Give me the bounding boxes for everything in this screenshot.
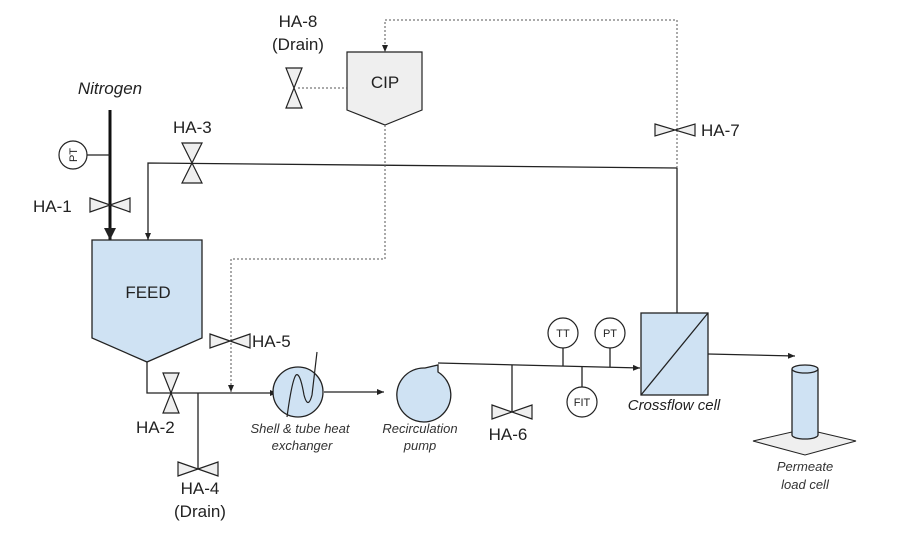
ha-4-sub-label: (Drain) (174, 502, 226, 521)
pump-label-2: pump (403, 438, 437, 453)
valve-ha-6[interactable] (491, 404, 533, 420)
return-line (145, 162, 678, 240)
ha-8-label: HA-8 (279, 12, 318, 31)
load-cell-platform (752, 428, 857, 456)
permeate-cylinder-top (791, 364, 819, 374)
valve-ha-2[interactable] (162, 372, 180, 414)
fit-instrument: FIT (566, 386, 598, 418)
feed-outlet-line (146, 362, 277, 396)
valve-ha-8[interactable] (285, 67, 303, 109)
ha-7-label: HA-7 (701, 121, 740, 140)
feed-label: FEED (125, 283, 170, 302)
permeate-label-1: Permeate (777, 459, 833, 474)
permeate-line (707, 352, 796, 359)
heat-exchanger-tube-icon (286, 351, 318, 418)
ha-5-label: HA-5 (252, 332, 291, 351)
feed-tank (91, 239, 203, 363)
heat-exchanger (272, 366, 324, 418)
valve-ha-3[interactable] (181, 142, 203, 184)
tt-instrument: TT (547, 317, 579, 349)
pt-text: PT (603, 328, 617, 340)
ha-3-label: HA-3 (173, 118, 212, 137)
tt-text: TT (556, 328, 570, 340)
cip-return-dotted-line (382, 19, 678, 130)
membrane-icon (640, 312, 709, 396)
cip-label: CIP (371, 73, 399, 92)
nitrogen-label: Nitrogen (78, 79, 142, 98)
valve-ha-5[interactable] (209, 333, 251, 349)
ha-4-label: HA-4 (181, 479, 220, 498)
ha-8-sub-label: (Drain) (272, 35, 324, 54)
ha-2-label: HA-2 (136, 418, 175, 437)
pt-nitrogen-instrument: PT (58, 140, 88, 170)
ha-6-label: HA-6 (489, 425, 528, 444)
pump-label-1: Recirculation (382, 421, 457, 436)
cip-tank (346, 51, 423, 126)
valve-ha-7[interactable] (654, 123, 696, 137)
pump-to-cell-line (437, 362, 641, 371)
pt-instrument: PT (594, 317, 626, 349)
heat-exchanger-label-1: Shell & tube heat (250, 421, 350, 436)
ha-1-label: HA-1 (33, 197, 72, 216)
valve-ha-1[interactable] (89, 197, 131, 213)
crossflow-label: Crossflow cell (628, 397, 721, 414)
fit-text: FIT (574, 397, 591, 409)
permeate-cylinder (791, 369, 819, 440)
valve-ha-4[interactable] (177, 461, 219, 477)
pt-nitrogen-text: PT (68, 148, 80, 162)
heat-exchanger-label-2: exchanger (272, 438, 333, 453)
permeate-label-2: load cell (781, 477, 830, 492)
recirculation-pump (396, 364, 452, 423)
